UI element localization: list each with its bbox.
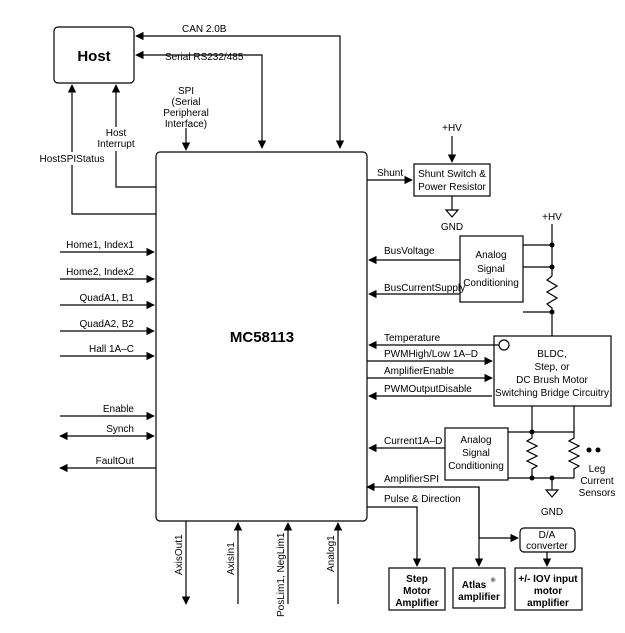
- can-bus-line: [135, 31, 345, 149]
- synch-label: Synch: [106, 424, 134, 435]
- hv1-label: +HV: [442, 123, 462, 134]
- sensors-label-3: Sensors: [579, 488, 616, 499]
- chip-label: MC58113: [230, 329, 294, 346]
- gnd2-symbol: [544, 489, 560, 498]
- da-label-2: converter: [526, 541, 568, 552]
- gnd2-label: GND: [541, 507, 563, 518]
- pwm-label: PWMHigh/Low 1A–D: [384, 349, 478, 360]
- axisout1-label: AxisOut1: [174, 534, 185, 575]
- iov-amplifier-box: [514, 567, 583, 611]
- spi-label-2: (Serial: [172, 97, 201, 108]
- analog-bot-label-3: Conditioning: [448, 461, 504, 472]
- iov-label-3: amplifier: [527, 598, 569, 609]
- analog-bot-label-2: Signal: [462, 448, 490, 459]
- atlas-label-2: amplifier: [458, 592, 500, 603]
- analog-top-label-1: Analog: [475, 250, 506, 261]
- gnd1-label: GND: [441, 222, 463, 233]
- quada1-label: QuadA1, B1: [80, 293, 135, 304]
- can-bus-label: CAN 2.0B: [182, 24, 227, 35]
- host-interrupt-line: [111, 84, 156, 188]
- gnd1-symbol: [444, 209, 460, 218]
- host-box: [53, 26, 135, 84]
- spi-label-3: Peripheral: [163, 108, 209, 119]
- axisin1-label: AxisIn1: [226, 542, 237, 575]
- iov-label-1: +/- IOV input: [518, 574, 578, 585]
- continuation-dot: [595, 447, 601, 453]
- sensors-label-2: Current: [580, 476, 614, 487]
- junction-dot: [549, 475, 555, 481]
- host-interrupt-label-1: Host: [106, 128, 127, 139]
- atlas-label-1: Atlas: [462, 580, 487, 591]
- poslim-label: PosLim1, NegLim1: [276, 532, 287, 617]
- analog-top-label-3: Conditioning: [463, 278, 519, 289]
- iov-label-2: motor: [534, 586, 562, 597]
- host-spi-status-label: HostSPIStatus: [39, 154, 104, 165]
- faultout-label: FaultOut: [96, 456, 135, 467]
- bridge-label-3: DC Brush Motor: [516, 375, 588, 386]
- busvoltage-label: BusVoltage: [384, 246, 435, 257]
- ampenable-label: AmplifierEnable: [384, 366, 454, 377]
- continuation-dot: [586, 447, 592, 453]
- shunt-box-label-2: Power Resistor: [418, 182, 486, 193]
- temperature-sensor-icon: [498, 339, 510, 351]
- host-interrupt-label-2: Interrupt: [97, 139, 134, 150]
- shunt-label: Shunt: [377, 168, 403, 179]
- serial-bus-label: Serial RS232/485: [165, 52, 244, 63]
- analog-signal-conditioning-top: [459, 235, 524, 303]
- pulse-label: Pulse & Direction: [384, 494, 461, 505]
- serial-bus-line: [135, 50, 267, 149]
- step-label-2: Motor: [403, 586, 431, 597]
- temperature-label: Temperature: [384, 333, 441, 344]
- bus-resistor: [545, 275, 559, 336]
- junction-dot: [549, 242, 555, 248]
- host-label: Host: [77, 48, 110, 65]
- pwmdisable-label: PWMOutputDisable: [384, 384, 472, 395]
- spi-label-4: Interface): [165, 119, 207, 130]
- bridge-label-1: BLDC,: [537, 349, 566, 360]
- junction-dot: [549, 309, 555, 315]
- host-spi-status-line: [67, 84, 156, 215]
- step-label-1: Step: [406, 574, 428, 585]
- current-label: Current1A–D: [384, 436, 442, 447]
- mc58113-chip: [155, 151, 368, 522]
- bridge-label-2: Step, or: [534, 362, 570, 373]
- analog-bot-label-1: Analog: [460, 435, 491, 446]
- buscurrent-label: BusCurrentSupply: [384, 283, 465, 294]
- home1-label: Home1, Index1: [66, 240, 134, 251]
- hall-label: Hall 1A–C: [89, 344, 134, 355]
- atlas-amplifier-box: [452, 567, 506, 609]
- da-label-1: D/A: [539, 530, 556, 541]
- atlas-registered-mark: ®: [491, 577, 496, 584]
- sensors-label-1: Leg: [589, 464, 606, 475]
- quada2-label: QuadA2, B2: [80, 319, 135, 330]
- analog-top-label-2: Signal: [477, 264, 505, 275]
- pulse-direction-line: [367, 506, 422, 567]
- enable-label: Enable: [103, 404, 135, 415]
- step-label-3: Amplifier: [395, 598, 438, 609]
- analog-signal-conditioning-bottom: [444, 427, 509, 481]
- hv2-label: +HV: [542, 212, 562, 223]
- bridge-label-4: Switching Bridge Circuitry: [495, 388, 609, 399]
- junction-dot: [549, 264, 555, 270]
- step-motor-amplifier-box: [388, 567, 446, 611]
- analog1-label: Analog1: [326, 535, 337, 572]
- shunt-switch-box: [413, 163, 491, 197]
- spi-label-1: SPI: [178, 86, 194, 97]
- leg-resistor-2: [567, 432, 581, 478]
- shunt-box-label-1: Shunt Switch &: [418, 169, 486, 180]
- leg-resistor-1: [525, 432, 539, 478]
- home2-label: Home2, Index2: [66, 267, 134, 278]
- ampspi-label: AmplifierSPI: [384, 474, 439, 485]
- switching-bridge-box: [493, 335, 612, 407]
